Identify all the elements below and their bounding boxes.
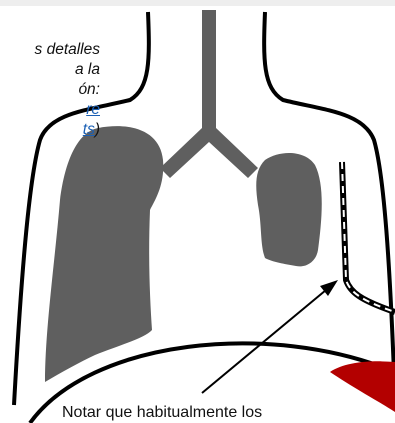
red-organ	[330, 361, 395, 412]
caption-link-2[interactable]: ts	[83, 121, 95, 138]
bottom-note: Notar que habitualmente los	[62, 404, 262, 422]
caption-line-1: s detalles	[0, 40, 100, 60]
caption-line-5: ts)	[0, 120, 100, 140]
caption-link-1[interactable]: re	[86, 101, 100, 118]
caption-line-2: a la	[0, 60, 100, 80]
caption-close-paren: )	[95, 121, 100, 138]
caption-line-4: re	[0, 100, 100, 120]
left-lung	[45, 126, 163, 382]
right-lung	[256, 153, 321, 266]
trachea	[160, 10, 258, 178]
caption-line-3: ón:	[0, 80, 100, 100]
pointer-arrow-line	[202, 290, 326, 393]
caption-text: s detalles a la ón: re ts)	[0, 40, 100, 140]
